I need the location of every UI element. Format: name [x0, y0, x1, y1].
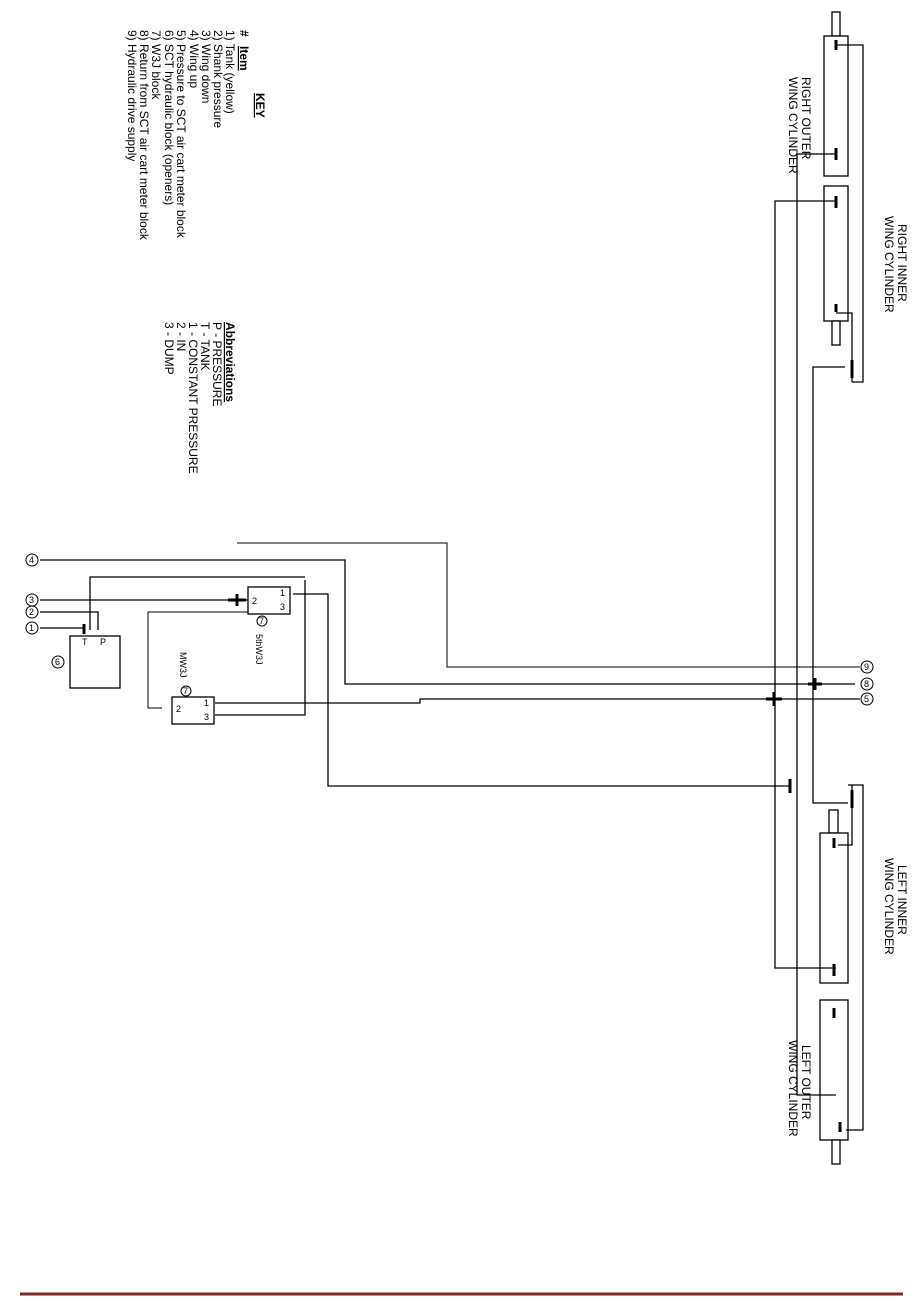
key-item: 3) Wing down	[199, 30, 213, 103]
left-inner-label: WING CYLINDER	[882, 858, 896, 955]
port-label: 3	[280, 602, 285, 612]
mw3j-block: 2 1 3 7 MW3J	[171, 652, 215, 725]
callout-8: 8	[864, 679, 869, 689]
callout-1: 1	[29, 623, 34, 633]
key-item: 4) Wing up	[187, 30, 201, 88]
abbreviations-legend: Abbreviations P - PRESSURE T - TANK 1 - …	[162, 322, 237, 474]
abbreviation-item: P - PRESSURE	[210, 322, 224, 406]
abbreviation-item: 3 - DUMP	[162, 322, 176, 375]
port-label: P	[100, 637, 106, 647]
fifth-w3j-block: 2 1 3 7 5thW3J	[247, 586, 291, 665]
key-item: 7) W3J block	[149, 30, 163, 100]
callout-9: 9	[864, 662, 869, 672]
hydraulic-lines	[40, 44, 864, 1131]
key-item: 8) Return from SCT air cart meter block	[137, 30, 151, 241]
key-legend: KEY # Item 1) Tank (yellow) 2) Shank pre…	[125, 30, 267, 241]
key-item: 6) SCT hydraulic block (openers)	[162, 30, 176, 205]
right-inner-label: WING CYLINDER	[882, 216, 896, 313]
key-item: 2) Shank pressure	[211, 30, 225, 128]
port-label: 2	[252, 596, 257, 606]
connection-callouts: 4 3 2 1 9 8 5	[25, 553, 874, 706]
key-col-number: #	[237, 30, 251, 37]
callout-3: 3	[29, 595, 34, 605]
left-outer-label: LEFT OUTER	[799, 1045, 813, 1120]
port-label: 2	[176, 704, 181, 714]
callout-4: 4	[29, 555, 34, 565]
port-label: 1	[204, 698, 209, 708]
key-item: 5) Pressure to SCT air cart meter block	[174, 30, 188, 239]
left-inner-label: LEFT INNER	[895, 865, 909, 935]
left-inner-cylinder	[819, 809, 849, 984]
block-callout: 7	[259, 616, 264, 626]
callout-5: 5	[864, 694, 869, 704]
key-item: 1) Tank (yellow)	[223, 30, 237, 114]
right-inner-label: RIGHT INNER	[895, 224, 909, 302]
sct-hydraulic-block: T P 6	[51, 635, 121, 689]
key-item: 9) Hydraulic drive supply	[125, 30, 139, 161]
abbreviation-item: 1 - CONSTANT PRESSURE	[186, 322, 200, 474]
abbreviation-item: 2 - IN	[174, 322, 188, 351]
callout-2: 2	[29, 607, 34, 617]
right-outer-label: WING CYLINDER	[786, 77, 800, 174]
mw3j-label: MW3J	[178, 652, 188, 678]
port-label: 1	[280, 588, 285, 598]
key-col-item: Item	[237, 46, 251, 71]
block-callout: 7	[183, 686, 188, 696]
port-label: T	[82, 637, 88, 647]
abbreviations-title: Abbreviations	[223, 322, 237, 402]
key-title: KEY	[253, 93, 267, 118]
right-outer-cylinder	[823, 11, 849, 177]
right-outer-label: RIGHT OUTER	[799, 77, 813, 160]
block-callout: 6	[55, 657, 60, 667]
fifth-w3j-label: 5thW3J	[254, 634, 264, 665]
left-outer-label: WING CYLINDER	[786, 1040, 800, 1137]
left-outer-cylinder	[819, 999, 849, 1165]
right-inner-cylinder	[823, 185, 849, 346]
port-label: 3	[204, 712, 209, 722]
abbreviation-item: T - TANK	[198, 322, 212, 371]
